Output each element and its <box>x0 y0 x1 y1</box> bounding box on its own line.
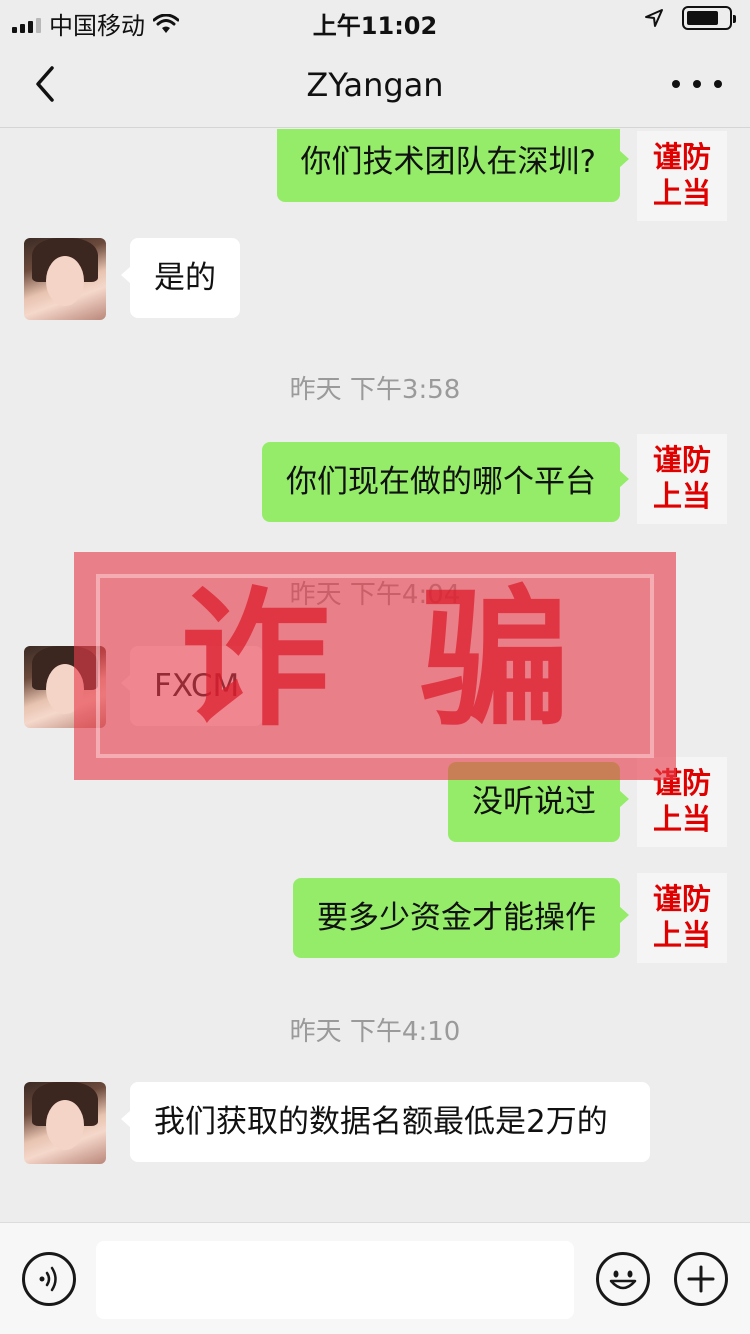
warning-text-line1: 谨防 <box>652 766 711 800</box>
timestamp: 昨天 下午4:10 <box>289 1017 461 1047</box>
message-bubble-incoming[interactable]: FXCM <box>120 646 264 726</box>
status-bar: 中国移动 上午11:02 <box>0 0 750 40</box>
warning-avatar[interactable]: 谨防 上当 <box>637 131 727 221</box>
message-input[interactable] <box>96 1241 574 1319</box>
warning-text-line1: 谨防 <box>652 140 711 174</box>
status-time: 上午11:02 <box>312 12 438 40</box>
warning-text-line1: 谨防 <box>652 882 711 916</box>
warning-text-line2: 上当 <box>652 918 711 952</box>
emoji-icon[interactable] <box>596 1252 650 1306</box>
message-bubble-outgoing[interactable]: 要多少资金才能操作 <box>293 878 629 958</box>
chevron-left-icon[interactable] <box>28 62 68 106</box>
input-bar <box>0 1222 750 1334</box>
chat-area[interactable]: 你们技术团队在深圳? 谨防 上当 是的 昨天 下午3:58 你们现在做的哪个平台… <box>0 129 750 1222</box>
message-bubble-outgoing[interactable]: 你们现在做的哪个平台 <box>262 442 629 522</box>
warning-avatar[interactable]: 谨防 上当 <box>637 873 727 963</box>
signal-icon <box>12 15 41 33</box>
carrier-label: 中国移动 <box>49 12 145 40</box>
message-bubble-incoming[interactable]: 是的 <box>121 238 240 318</box>
timestamp: 昨天 下午3:58 <box>289 375 461 405</box>
warning-text-line1: 谨防 <box>652 443 711 477</box>
chat-title: ZYangan <box>306 66 444 104</box>
battery-icon <box>682 6 736 30</box>
location-arrow-icon <box>645 9 663 27</box>
warning-avatar[interactable]: 谨防 上当 <box>637 757 727 847</box>
nav-bar: ZYangan <box>0 40 750 128</box>
status-right <box>644 6 736 30</box>
plus-icon[interactable] <box>674 1252 728 1306</box>
warning-text-line2: 上当 <box>652 176 711 210</box>
more-dots-icon[interactable] <box>672 66 722 102</box>
avatar[interactable] <box>24 646 106 728</box>
wifi-icon <box>153 13 179 33</box>
voice-icon[interactable] <box>22 1252 76 1306</box>
avatar[interactable] <box>24 1082 106 1164</box>
warning-text-line2: 上当 <box>652 479 711 513</box>
message-bubble-incoming[interactable]: 我们获取的数据名额最低是2万的 <box>121 1082 650 1162</box>
message-bubble-outgoing[interactable]: 没听说过 <box>448 762 629 842</box>
timestamp: 昨天 下午4:04 <box>289 580 461 610</box>
warning-avatar[interactable]: 谨防 上当 <box>637 434 727 524</box>
status-left: 中国移动 <box>12 6 179 41</box>
avatar[interactable] <box>24 238 106 320</box>
message-bubble-outgoing[interactable]: 你们技术团队在深圳? <box>276 129 630 202</box>
warning-text-line2: 上当 <box>652 802 711 836</box>
